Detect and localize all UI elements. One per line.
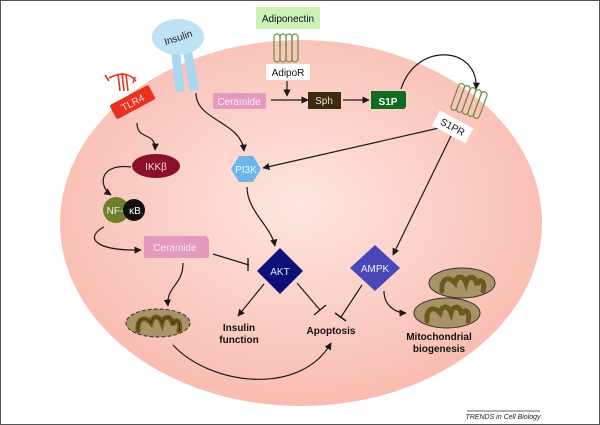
- edge-akt-apoptosis-inhibit: [296, 282, 321, 311]
- ceramide-top-box: [213, 93, 266, 109]
- ceramide-mid-label: Ceramide: [153, 243, 197, 254]
- edge-ampk-apoptosis-inhibit: [340, 284, 363, 318]
- pi3k-label: PI3K: [235, 165, 257, 176]
- tlr4-receptor-icon: [104, 72, 137, 92]
- edge-s1pr-ampk: [392, 135, 452, 256]
- insulin-receptor: [170, 44, 199, 93]
- edge-s1pr-pi3k: [262, 127, 440, 171]
- s1p-label: S1P: [379, 97, 398, 108]
- ikkb-label: IKKβ: [145, 162, 167, 173]
- edge-pi3k-akt: [246, 186, 278, 247]
- sph-box: [308, 92, 341, 109]
- nfkb-label-a: NF-: [107, 206, 124, 217]
- mitochondrion-upper-icon: [428, 267, 496, 299]
- edge-mito-apoptosis: [172, 342, 332, 380]
- pi3k-node: [231, 156, 261, 182]
- edge-ceramide-mito: [163, 262, 184, 307]
- s1p-box: [371, 91, 406, 109]
- nfkb-label-b: κB: [129, 206, 141, 217]
- adipor-label: AdipoR: [272, 68, 305, 79]
- ikkb-node: [132, 154, 180, 178]
- adiponectin-label: Adiponectin: [262, 14, 314, 25]
- akt-node: [257, 248, 303, 294]
- insulin-receptor-right-arm: [182, 44, 199, 92]
- tlr4-box: [110, 85, 156, 119]
- ampk-label: AMPK: [361, 264, 390, 275]
- edge-nfkb-ceramide: [94, 226, 142, 254]
- insulin-ligand: [152, 19, 204, 55]
- apoptosis-label: Apoptosis: [307, 326, 356, 337]
- s1pr-box: [431, 110, 474, 144]
- edge-ampk-mito-biogenesis: [383, 290, 407, 317]
- edge-akt-insulin-function: [237, 283, 265, 317]
- s1pr-coil-icon: [450, 82, 488, 120]
- mitochondrion-lower-icon: [413, 297, 481, 329]
- edge-s1p-s1pr: [400, 54, 481, 90]
- insulin-receptor-left-arm: [170, 45, 185, 93]
- insulin-function-label-1: Insulin: [223, 323, 255, 334]
- mito-biogenesis-label-1: Mitochondrial: [406, 332, 472, 343]
- ampk-node: [350, 245, 400, 291]
- ceramide-mid-box: [144, 236, 209, 258]
- edge-insulin-pi3k: [195, 92, 247, 152]
- sph-label: Sph: [315, 96, 333, 107]
- credit-label: TRENDS in Cell Biology: [465, 414, 541, 421]
- mito-biogenesis-label-2: biogenesis: [413, 344, 466, 355]
- edge-ampk-apoptosis-bar: [334, 312, 347, 322]
- ceramide-top-label: Ceramide: [217, 97, 261, 108]
- damaged-mitochondrion-icon: [125, 308, 191, 338]
- edge-tlr4-ikkb: [136, 122, 159, 151]
- insulin-function-label-2: function: [219, 335, 258, 346]
- adiponectin-box: [256, 7, 320, 29]
- adipor-box: [266, 64, 310, 80]
- edge-ceramide-akt-inhibit: [212, 253, 250, 266]
- edge-ikkb-nfkb: [102, 166, 132, 196]
- edge-akt-apoptosis-bar: [313, 304, 327, 316]
- nfkb-right-node: [123, 199, 145, 221]
- adipor-coil-icon: [273, 33, 299, 63]
- akt-label: AKT: [270, 267, 289, 278]
- nfkb-left-node: [103, 197, 129, 223]
